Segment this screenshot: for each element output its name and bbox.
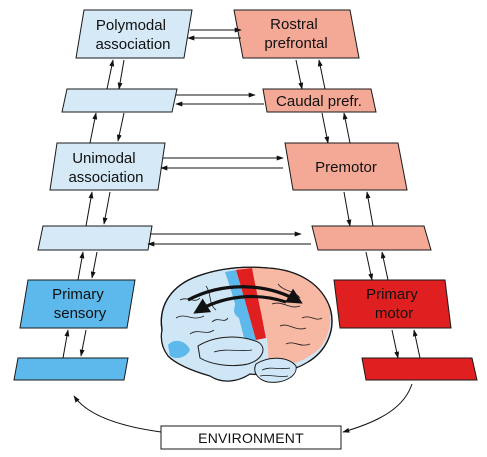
caudal-prefrontal-label: Caudal prefr.: [276, 93, 362, 110]
rostral-prefrontal-label: Rostral prefrontal: [264, 16, 327, 52]
sensory-input-box: [13, 357, 129, 381]
primary-sensory-box: [19, 279, 136, 329]
horizontal-connections: [147, 27, 311, 247]
premotor-label: Premotor: [315, 159, 377, 176]
polymodal-association-box: [75, 9, 193, 59]
environment-box: [160, 425, 342, 450]
sensory-vertical-connections: [62, 59, 125, 359]
brain-illustration-icon: [160, 266, 333, 383]
primary-motor-box: [333, 279, 452, 329]
caudal-prefrontal-box: [262, 88, 377, 113]
rostral-prefrontal-box: [233, 9, 360, 59]
unimodal-association-label: Unimodal association: [68, 150, 143, 186]
premotor-box: [284, 142, 408, 191]
sensory-intermediate-box-upper: [61, 88, 178, 113]
environment-label: ENVIRONMENT: [198, 430, 304, 446]
motor-output-box: [361, 357, 478, 381]
environment-loop-arrows: [73, 383, 413, 433]
sensory-intermediate-box-lower: [37, 225, 153, 251]
primary-sensory-label: Primary sensory: [52, 286, 108, 322]
unimodal-association-box: [49, 142, 166, 191]
motor-vertical-connections: [295, 59, 421, 359]
polymodal-association-label: Polymodal association: [95, 17, 170, 53]
motor-intermediate-box: [311, 225, 432, 251]
primary-motor-label: Primary motor: [366, 286, 422, 322]
